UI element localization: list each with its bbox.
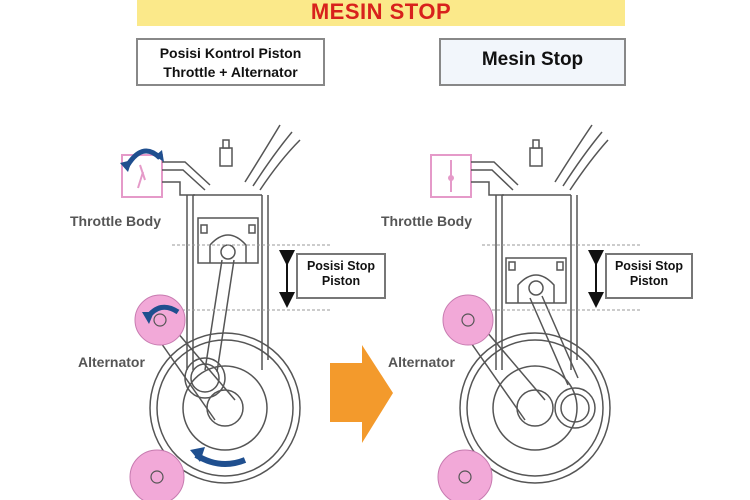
transition-arrow-icon (330, 345, 393, 443)
left-stop-line2: Piston (321, 274, 361, 288)
page-title: MESIN STOP (310, 0, 452, 24)
left-throttle-label: Throttle Body (70, 213, 161, 229)
right-stop-line1: Posisi Stop (614, 259, 684, 273)
left-alternator-pulley (134, 294, 186, 346)
right-stop-position-box: Posisi Stop Piston (605, 253, 693, 299)
right-crank-pulley (437, 449, 493, 500)
left-caption-line1: Posisi Kontrol Piston (159, 45, 302, 61)
right-caption: Mesin Stop (481, 49, 584, 70)
right-alternator-label: Alternator (388, 354, 455, 370)
left-engine (121, 124, 330, 484)
left-caption-box: Posisi Kontrol Piston Throttle + Alterna… (136, 38, 325, 86)
left-stop-position-box: Posisi Stop Piston (296, 253, 386, 299)
right-throttle-label: Throttle Body (381, 213, 472, 229)
left-caption-line2: Throttle + Alternator (163, 64, 298, 80)
right-alternator-pulley (442, 294, 494, 346)
title-banner: MESIN STOP (137, 0, 625, 26)
right-engine (430, 124, 640, 484)
right-stop-line2: Piston (629, 274, 669, 288)
right-caption-box: Mesin Stop (439, 38, 626, 86)
left-crank-rotation-icon (194, 452, 247, 467)
left-alternator-label: Alternator (78, 354, 145, 370)
left-piston (197, 217, 259, 264)
left-stop-line1: Posisi Stop (306, 259, 376, 273)
left-crank-pulley (129, 449, 185, 500)
